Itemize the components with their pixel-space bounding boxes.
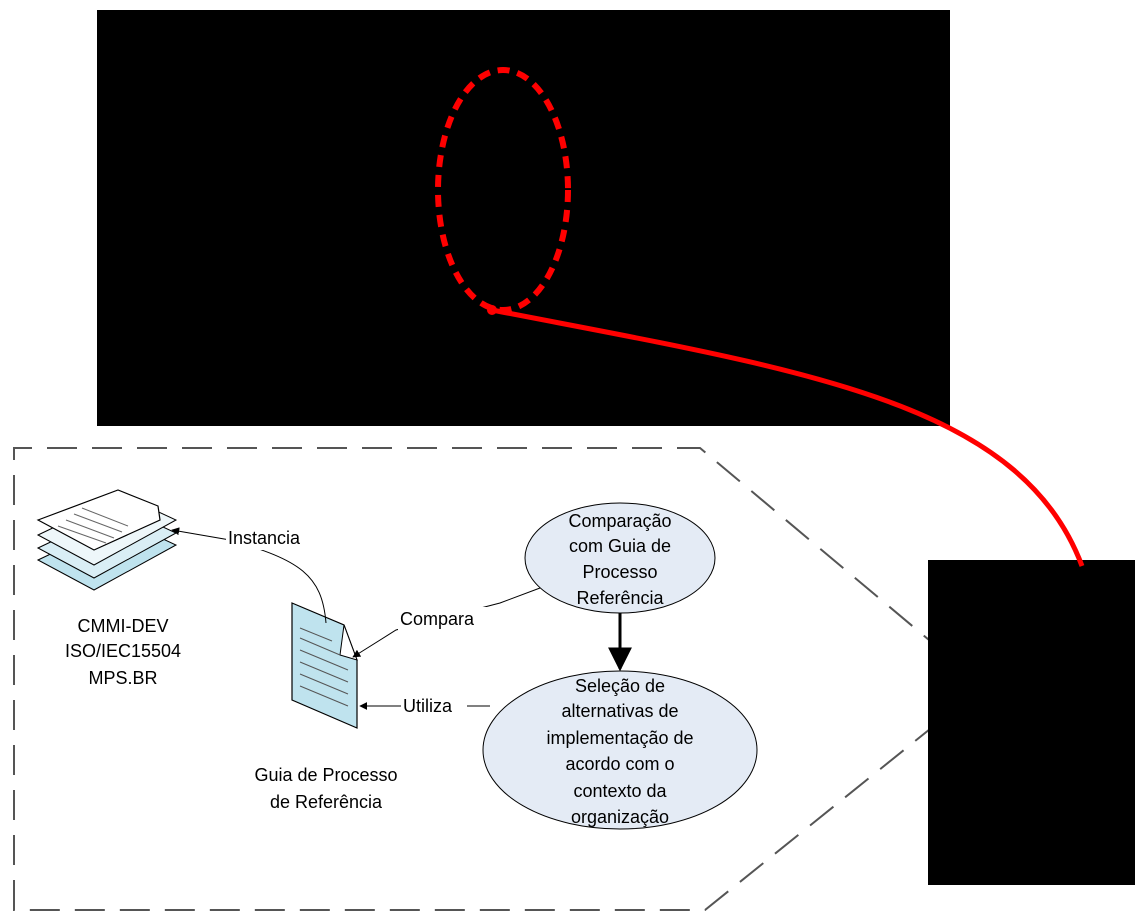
process-select-line-2: alternativas de [561, 701, 678, 721]
document-icon [291, 602, 358, 729]
process-select-line-3: implementação de [546, 728, 693, 748]
process-compare-line-1: Comparação [568, 511, 671, 531]
process-select-line-6: organização [571, 807, 669, 827]
process-select-line-1: Seleção de [575, 676, 665, 696]
redacted-block-top [97, 10, 950, 426]
connector-anchor [487, 305, 497, 315]
process-compare-line-4: Referência [576, 588, 664, 608]
edge-label-utiliza: Utiliza [403, 696, 453, 716]
edge-label-compara: Compara [400, 609, 475, 629]
process-select-line-4: acordo com o [565, 754, 674, 774]
guide-label-2: de Referência [270, 792, 383, 812]
reference-models-label-2: ISO/IEC15504 [65, 641, 181, 661]
reference-models-label-3: MPS.BR [88, 668, 157, 688]
process-compare-line-3: Processo [582, 562, 657, 582]
reference-models-label-1: CMMI-DEV [78, 616, 169, 636]
process-select-line-5: contexto da [573, 781, 667, 801]
redacted-block-right [928, 560, 1135, 885]
guide-label-1: Guia de Processo [254, 765, 397, 785]
process-compare-line-2: com Guia de [569, 536, 671, 556]
edge-label-instancia: Instancia [228, 528, 301, 548]
highlight-connector [491, 307, 1085, 567]
stacked-documents-icon [36, 489, 178, 591]
